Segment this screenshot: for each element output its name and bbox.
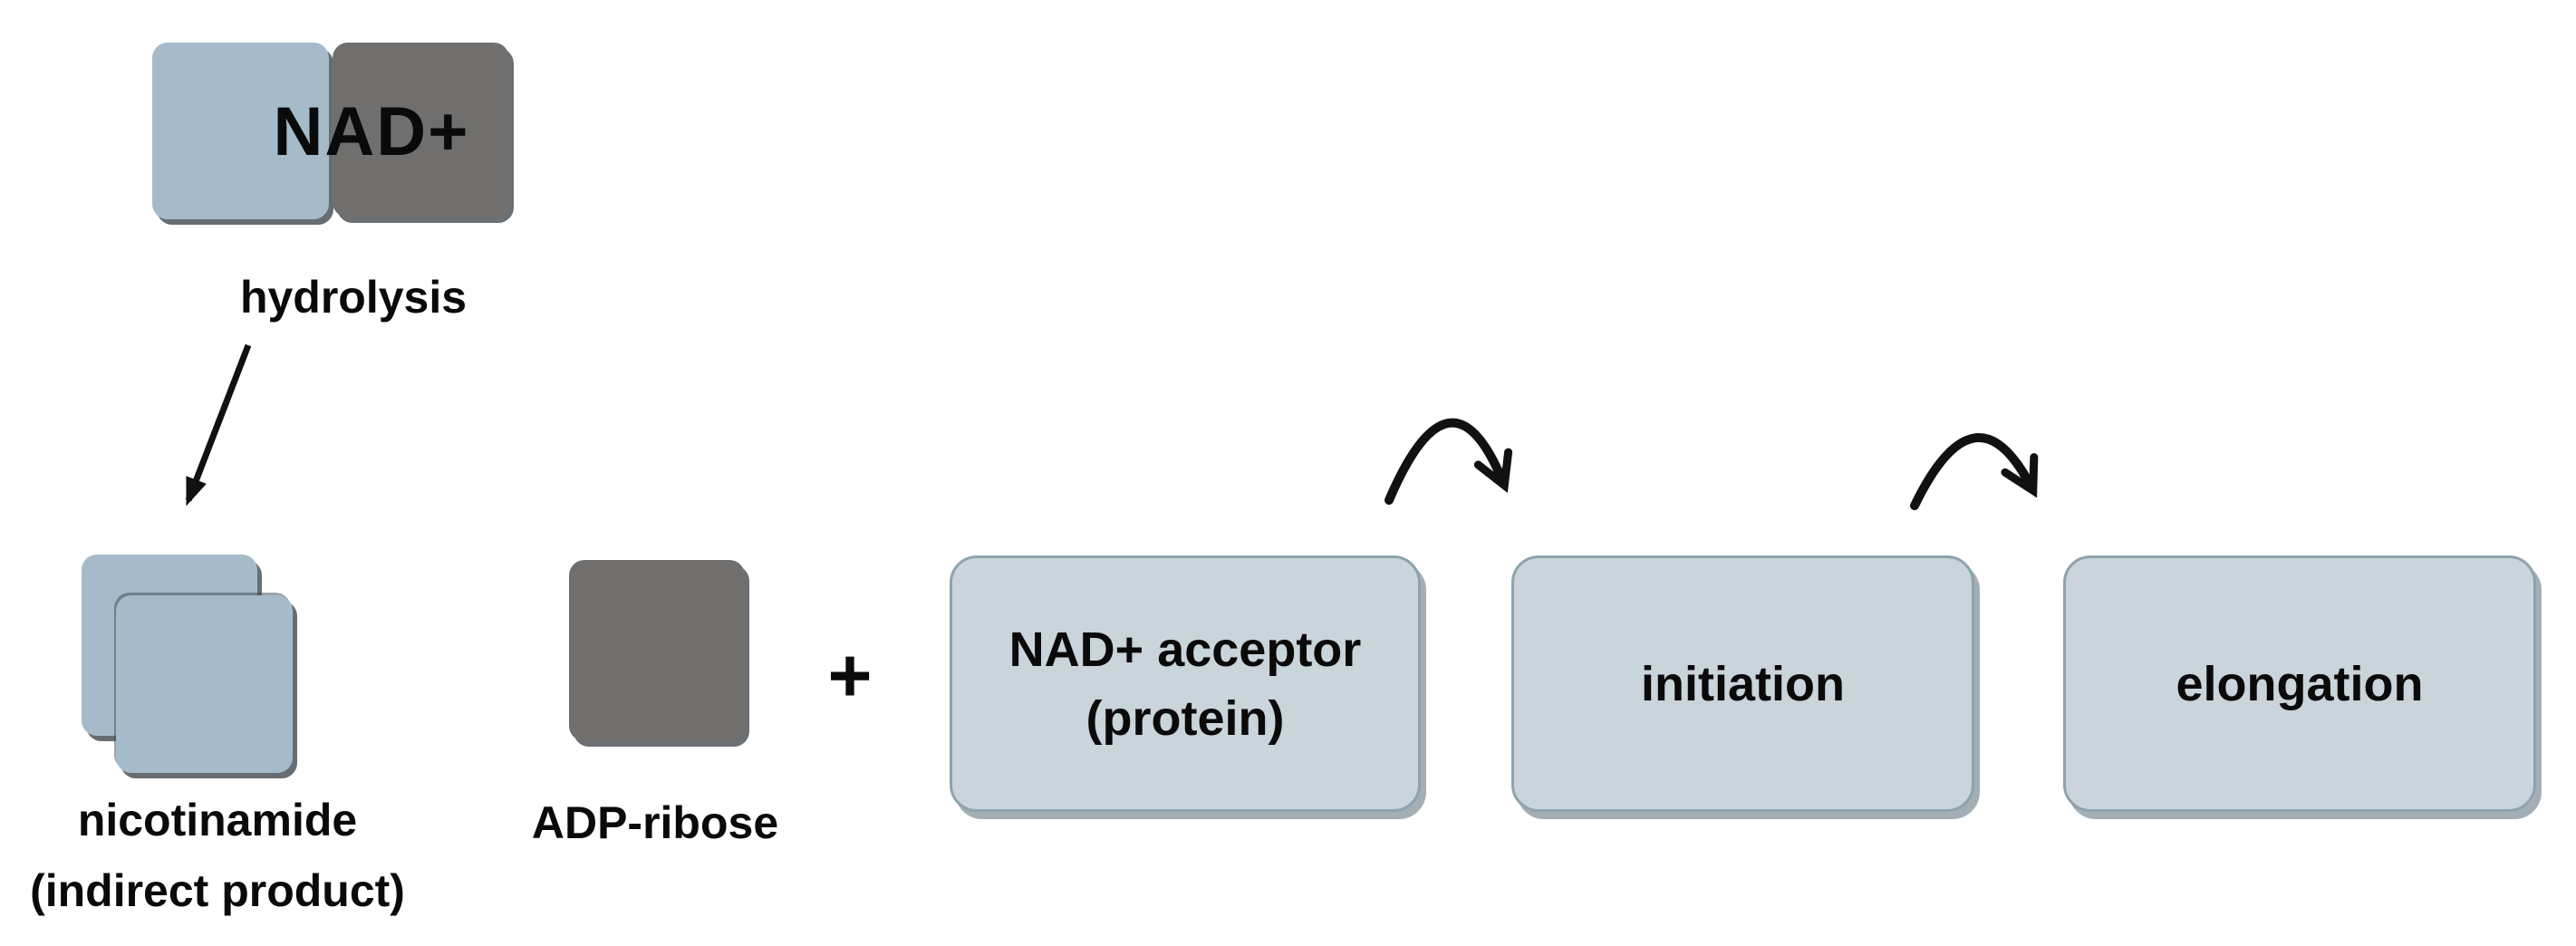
nicotinamide-square-front <box>116 595 293 773</box>
hydrolysis-arrow <box>185 343 252 507</box>
adp-ribose-label: ADP-ribose <box>531 797 779 848</box>
nad-dark-square <box>333 43 509 217</box>
nad-acceptor-label-line2: (protein) <box>1085 690 1285 746</box>
nicotinamide-label-line1: nicotinamide <box>77 795 358 845</box>
initiation-label: initiation <box>1641 656 1845 711</box>
plus-sign: + <box>827 632 873 718</box>
nad-label: NAD+ <box>273 93 470 170</box>
curved-arrow-initiation-to-elongation <box>1910 433 2039 510</box>
elongation-label: elongation <box>2176 656 2424 711</box>
initiation-box: initiation <box>1511 555 1974 812</box>
nicotinamide-label: nicotinamide (indirect product) <box>0 785 435 926</box>
adp-ribose-square <box>569 560 745 741</box>
nicotinamide-label-line2: (indirect product) <box>30 865 405 916</box>
nad-light-square <box>152 43 329 219</box>
curved-arrow-acceptor-to-initiation <box>1384 418 1513 505</box>
nad-acceptor-label-line1: NAD+ acceptor <box>1008 622 1362 677</box>
hydrolysis-label: hydrolysis <box>239 272 468 323</box>
nad-acceptor-box: NAD+ acceptor (protein) <box>950 555 1421 812</box>
elongation-box: elongation <box>2063 555 2536 812</box>
